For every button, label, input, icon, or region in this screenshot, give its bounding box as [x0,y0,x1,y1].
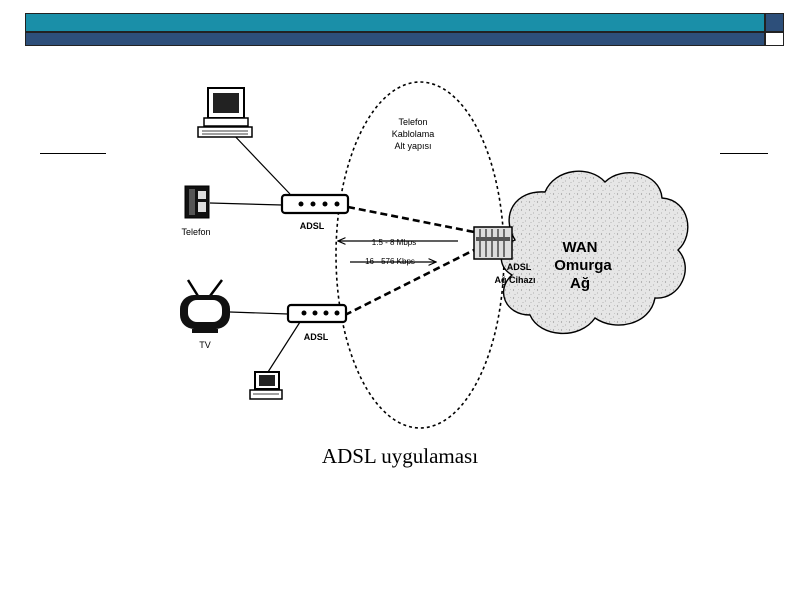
telephone-infra-label-line2: Kablolama [392,129,435,139]
computer-bottom-connection [267,321,301,373]
header-corner-square-bottom [765,32,784,46]
wan-label-line3: Ağ [570,275,590,292]
adsl-modem-bottom-label: ADSL [304,332,329,342]
adsl-modem-bottom-icon [286,303,348,324]
tv-label: TV [199,340,211,350]
adsl-bottom-link [344,248,475,317]
wan-cloud [500,170,689,335]
telephone-connection [209,202,283,206]
telephone-infra-label-line3: Alt yapısı [394,141,431,151]
diagram-caption: ADSL uygulaması [321,444,479,468]
wan-label-line2: Omurga [554,257,612,274]
adsl-modem-top-label: ADSL [300,221,325,231]
right-divider-line [720,153,768,154]
header-bar-top [25,13,765,32]
header-bar-bottom [25,32,765,46]
telephone-icon [184,185,210,219]
adsl-network-device-icon [473,226,513,260]
header-corner-square-top [765,13,784,32]
telephone-label: Telefon [181,227,210,237]
telephone-infra-label-line1: Telefon [398,117,427,127]
computer-top-connection [229,130,291,195]
downstream-speed-label: 1.5 - 8 Mbps [372,238,416,247]
network-device-label-line2: Ağ Cihazı [494,275,535,285]
wan-label-line1: WAN [563,239,598,256]
adsl-modem-top-icon [280,193,350,215]
left-divider-line [40,153,106,154]
tv-connection [229,311,289,315]
network-device-label-line1: ADSL [507,262,532,272]
computer-bottom-icon [249,371,283,400]
adsl-top-link [347,205,475,234]
tv-icon [180,279,230,333]
upstream-speed-label: 16 - 576 Kbps [365,257,415,266]
computer-top-icon [197,87,253,138]
